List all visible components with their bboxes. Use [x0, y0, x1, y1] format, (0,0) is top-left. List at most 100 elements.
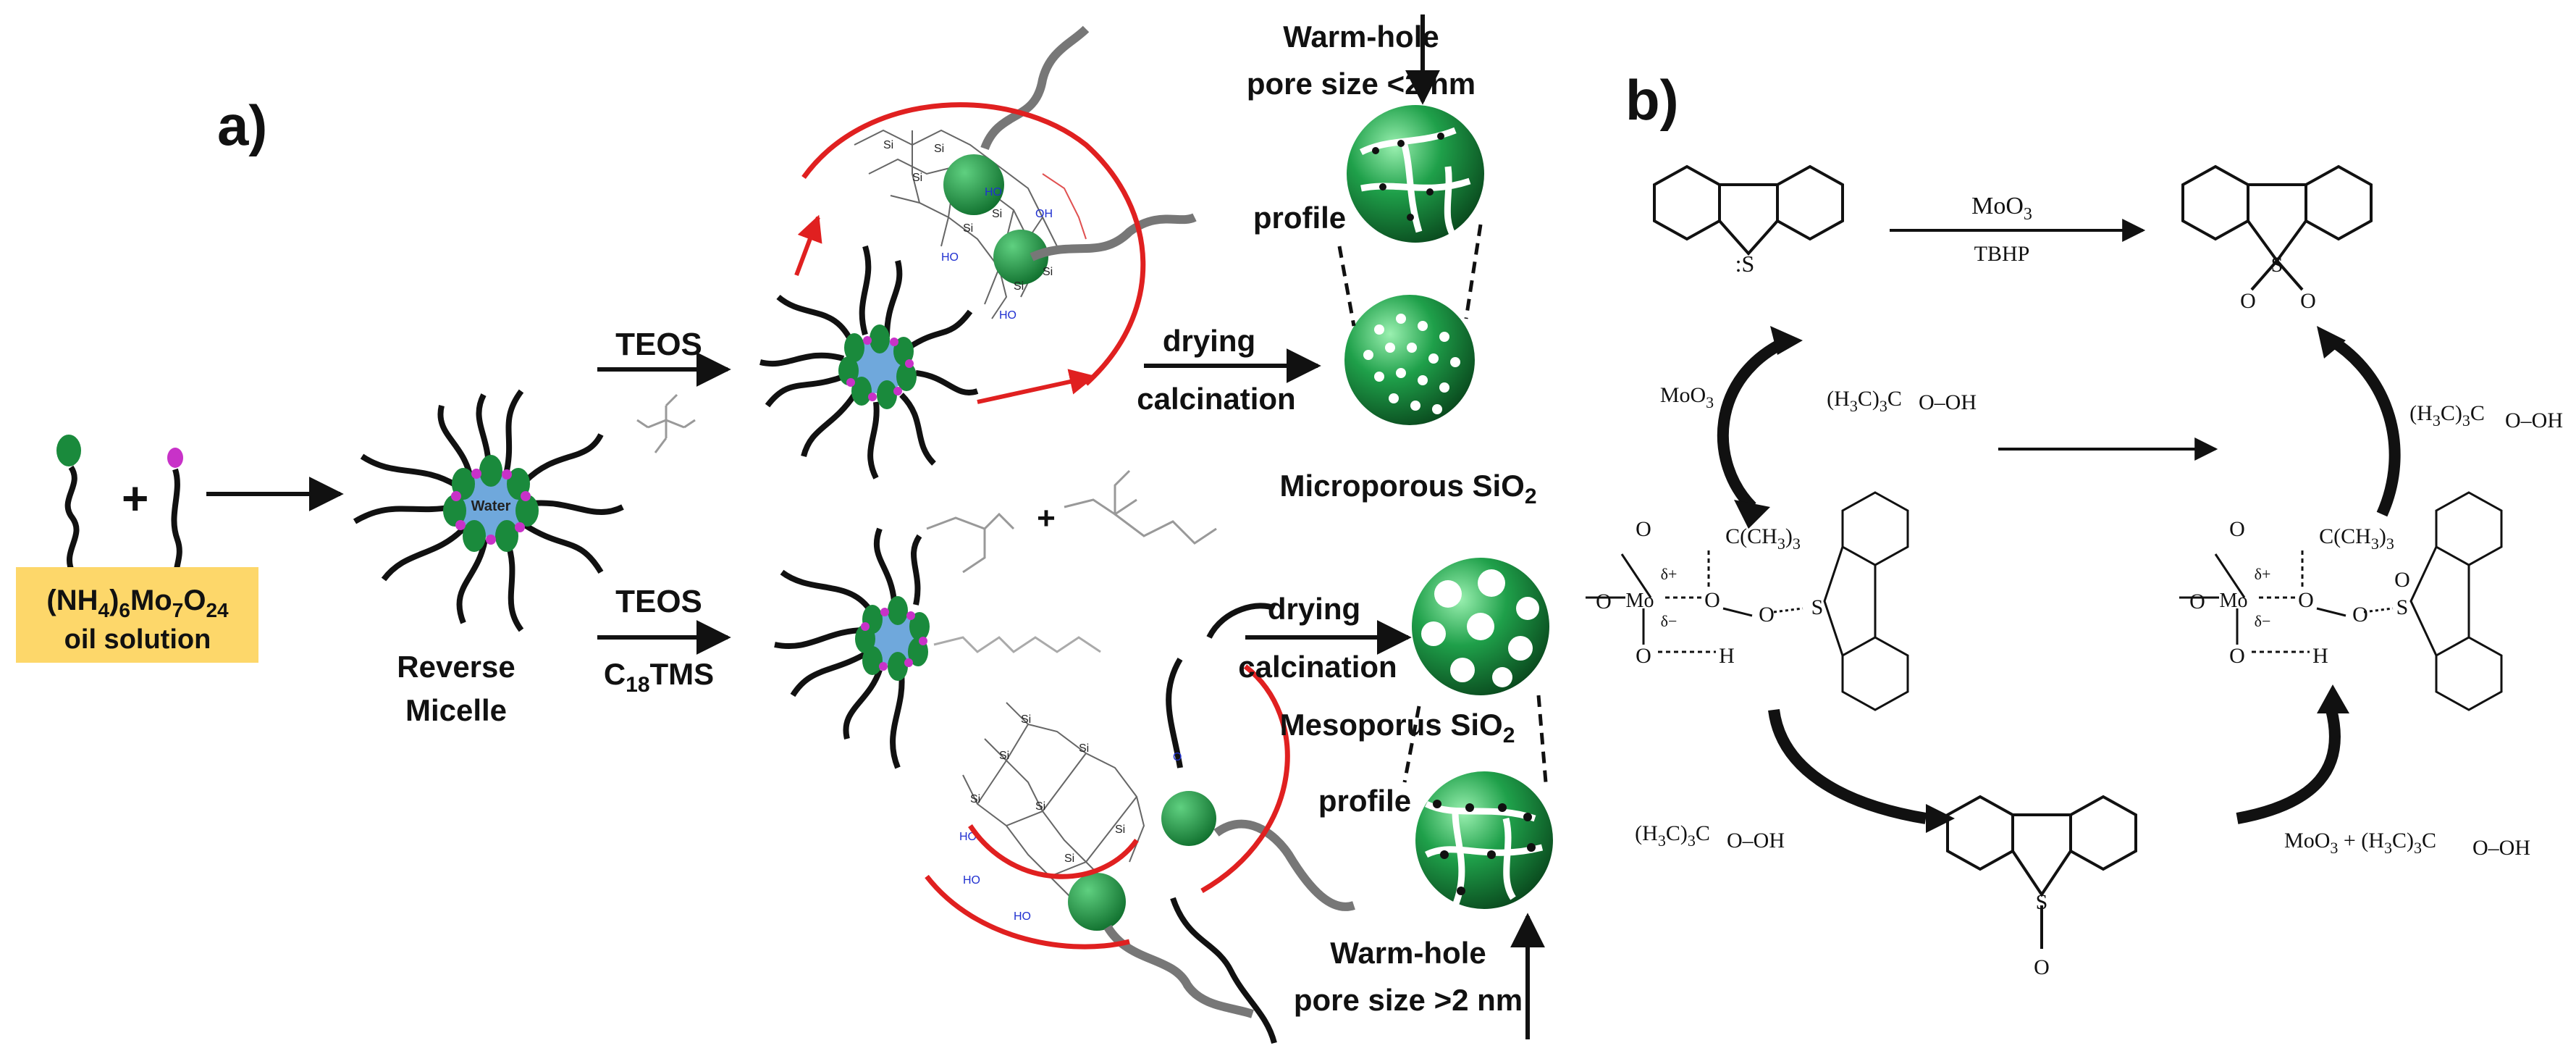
dibenzothiophene-top — [1653, 164, 1844, 256]
tbhp-left-oh: O–OH — [1919, 390, 1977, 414]
mesoporous-label: Mesoporus SiO2 — [1280, 708, 1515, 747]
svg-text:O: O — [1596, 590, 1612, 613]
surfactant-molecule-green — [56, 435, 81, 574]
svg-text:O: O — [2394, 568, 2410, 592]
dashed-line-top-left — [1337, 246, 1356, 327]
reverse-micelle: Water — [353, 389, 624, 632]
mo-complex-right: O O Mo δ+ δ− O O H C(CH3)3 O S O — [2179, 491, 2503, 711]
cycle-arrow-left-bottom — [1768, 708, 1927, 824]
dashed-line-top-right — [1464, 224, 1483, 319]
profile-sphere-top — [1347, 105, 1484, 243]
profile-label-top: profile — [1253, 201, 1346, 235]
micelle-silica-top: Si Si Si Si Si Si Si HO HO OH HO — [759, 25, 1197, 479]
tbhp-bottom-left-label: (H3C)3C — [1635, 821, 1710, 850]
cycle-arrow-left-top — [1717, 335, 1791, 511]
tbhp-right-oh: O–OH — [2505, 409, 2563, 432]
svg-text:Si: Si — [912, 172, 922, 184]
sulfoxide-o: O — [2034, 955, 2050, 979]
svg-text:Si: Si — [970, 793, 980, 805]
ctme-right: C(CH3)3 — [2319, 524, 2394, 553]
svg-text:O: O — [1704, 588, 1720, 612]
precursor-note: oil solution — [64, 624, 211, 655]
ctme-left: C(CH3)3 — [1725, 524, 1801, 553]
svg-text:Si: Si — [963, 222, 973, 235]
svg-text:HO: HO — [1014, 910, 1031, 923]
svg-text:H: H — [1719, 644, 1735, 668]
svg-text:S: S — [1811, 595, 1824, 619]
microporous-label: Microporous SiO2 — [1279, 469, 1536, 508]
dashed-line-bottom-left — [1402, 705, 1421, 783]
plus-sign: + — [122, 472, 148, 524]
moo3-bottom-right-label: MoO3 + (H3C)3C — [2284, 829, 2436, 857]
surfactant-molecule-magenta — [167, 448, 183, 581]
svg-text:HO: HO — [941, 251, 959, 264]
precursor-box — [16, 567, 258, 663]
svg-text:HO: HO — [963, 874, 980, 887]
svg-text:Si: Si — [999, 750, 1009, 762]
sulfoxide-s: S — [2036, 890, 2048, 914]
c18tms-structure-icon — [926, 469, 1217, 574]
profile-label-bottom: profile — [1318, 784, 1411, 818]
svg-text:S: S — [2396, 595, 2409, 619]
svg-text:Mo: Mo — [2220, 590, 2248, 612]
svg-text:O: O — [1173, 751, 1182, 763]
drying-label-top: drying — [1163, 324, 1255, 358]
svg-text:Si: Si — [1014, 280, 1024, 293]
panel-b-label: b) — [1625, 68, 1679, 132]
svg-text:Si: Si — [1035, 800, 1045, 813]
tbhp-right-label: (H3C)3C — [2409, 401, 2485, 430]
svg-text:O: O — [2189, 590, 2205, 613]
svg-text:O: O — [2229, 517, 2245, 541]
plus-teos-c18: + — [1037, 500, 1056, 536]
svg-text:O: O — [1636, 644, 1651, 668]
wormhole-bottom-label-2: pore size >2 nm — [1294, 983, 1523, 1017]
reverse-micelle-label-2: Micelle — [405, 693, 507, 727]
dbt-top-s: :S — [1735, 251, 1755, 277]
tbhp-bottom-left-oh: O–OH — [1727, 829, 1785, 853]
svg-text:δ+: δ+ — [2255, 565, 2271, 583]
svg-text:H: H — [2312, 644, 2328, 668]
dashed-line-bottom-right — [1536, 695, 1548, 783]
wormhole-top-label-1: Warm-hole — [1283, 20, 1439, 54]
moo3-left-label: MoO3 — [1660, 383, 1714, 411]
sulfone-o2: O — [2300, 289, 2316, 313]
svg-text:HO: HO — [985, 186, 1002, 198]
svg-text:δ−: δ− — [1661, 612, 1678, 630]
c18tms-label: C18TMS — [604, 657, 714, 697]
svg-text:HO: HO — [959, 831, 977, 843]
profile-sphere-bottom — [1415, 771, 1553, 909]
panel-a-label: a) — [217, 93, 267, 157]
svg-text:O: O — [2229, 644, 2245, 668]
svg-text:δ+: δ+ — [1661, 565, 1678, 583]
svg-text:Si: Si — [992, 208, 1002, 220]
mo-complex-left: O O Mo δ+ δ− O O H C(CH3)3 O S — [1586, 491, 1909, 711]
svg-text:HO: HO — [999, 309, 1016, 322]
tbhp-left-label: (H3C)3C — [1827, 387, 1902, 415]
svg-text:O: O — [2352, 603, 2368, 627]
microporous-sphere — [1344, 295, 1475, 425]
svg-text:Si: Si — [883, 139, 893, 151]
svg-text:Si: Si — [1079, 742, 1089, 755]
cycle-arrow-right-bottom — [2236, 708, 2341, 824]
water-label: Water — [471, 498, 511, 514]
svg-text:Si: Si — [1115, 824, 1125, 836]
svg-text:O: O — [1759, 603, 1775, 627]
wormhole-top-label-2: pore size <2 nm — [1247, 67, 1476, 101]
precursor-formula: (NH4)6Mo7O24 — [46, 585, 229, 621]
svg-text:Si: Si — [1021, 713, 1031, 726]
cycle-arrow-right-top — [2328, 335, 2401, 517]
svg-text:Si: Si — [1064, 853, 1074, 865]
dbt-sulfone-top — [2181, 164, 2373, 291]
calcination-label-bottom: calcination — [1238, 650, 1397, 684]
wormhole-bottom-label-1: Warm-hole — [1330, 936, 1486, 970]
dbt-sulfoxide-bottom — [1946, 795, 2137, 949]
teos-structure-icon — [636, 393, 696, 453]
reverse-micelle-label-1: Reverse — [397, 650, 515, 684]
svg-text:Si: Si — [1043, 266, 1053, 278]
moo3-top-label: MoO3 — [1971, 193, 2032, 224]
teos-label-bottom: TEOS — [615, 584, 702, 619]
svg-text:Mo: Mo — [1626, 590, 1654, 612]
micelle-silica-bottom: Si Si Si Si Si Si Si HO HO HO O — [774, 527, 1355, 1044]
sulfone-s: S — [2271, 253, 2284, 277]
svg-text:O: O — [1636, 517, 1651, 541]
